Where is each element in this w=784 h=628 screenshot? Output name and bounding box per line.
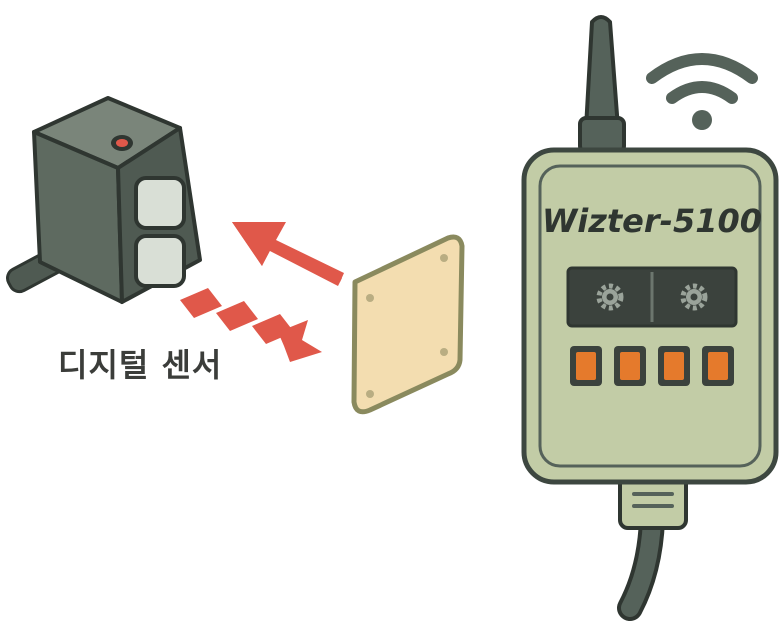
device-button[interactable] — [576, 352, 596, 380]
device-button[interactable] — [664, 352, 684, 380]
emitter-lens — [134, 176, 186, 230]
receiver-lens — [134, 234, 186, 288]
reflected-beam-arrow — [232, 222, 344, 286]
device-button[interactable] — [708, 352, 728, 380]
device-model-name: Wizter-5100 — [542, 202, 762, 240]
wifi-icon — [646, 53, 758, 130]
gear-icon — [596, 283, 624, 311]
wireless-device: Wizter-5100 — [521, 15, 779, 621]
digital-sensor — [6, 96, 202, 304]
reflector-plate — [351, 234, 465, 415]
device-buttons — [570, 346, 734, 386]
gear-icon — [680, 283, 708, 311]
emitted-beam-arrow — [180, 288, 322, 362]
antenna — [584, 15, 620, 130]
device-button[interactable] — [620, 352, 640, 380]
sensor-label: 디지털 센서 — [58, 346, 223, 384]
